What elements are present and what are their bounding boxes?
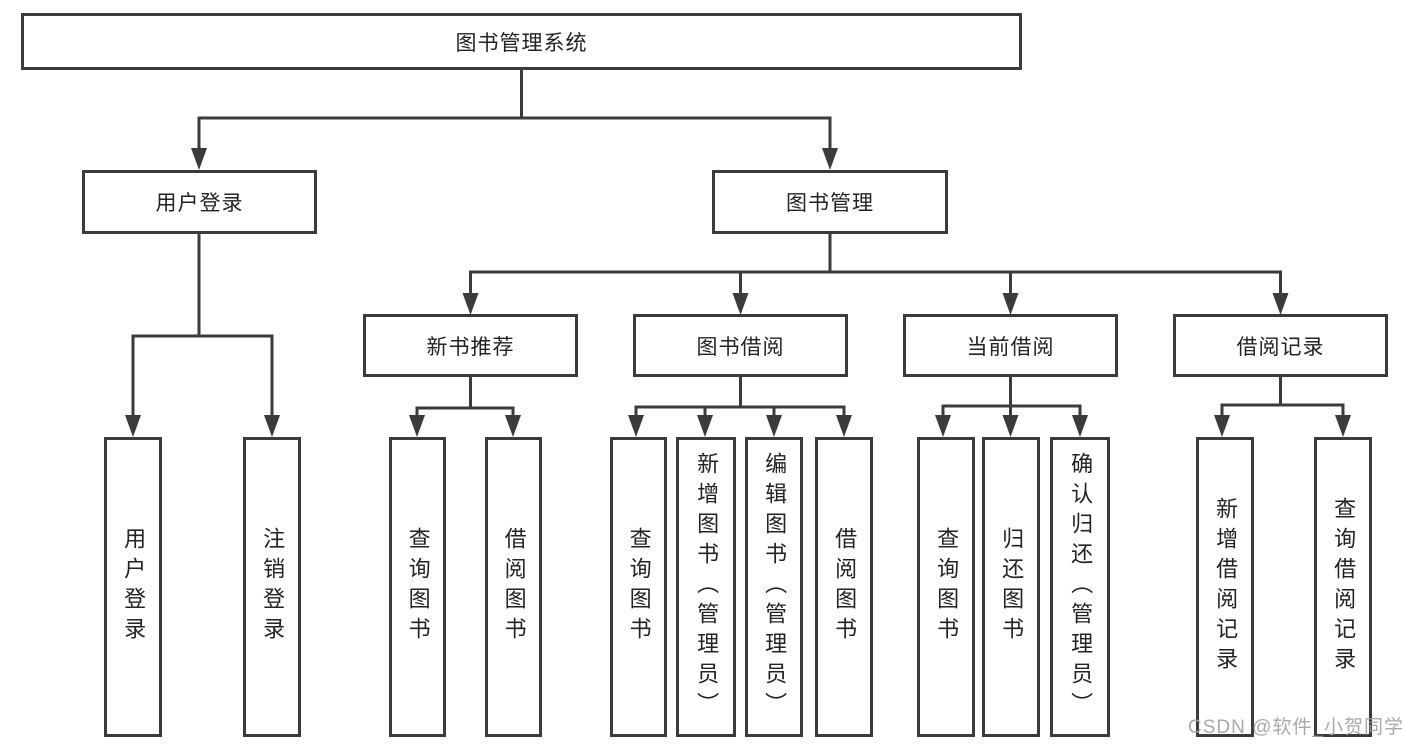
watermark-text: CSDN @软件_小贺同学 (1188, 717, 1404, 738)
connector-root-to-level2 (197, 66, 832, 154)
leaf-add-borrow-record: 新增借阅记录 (1196, 437, 1254, 737)
node-new-book-recommendation-label: 新书推荐 (426, 335, 515, 359)
leaf-query-borrow-record: 查询借阅记录 (1314, 437, 1372, 737)
connector-borrow-records-children (1220, 375, 1345, 423)
leaf-borrow-books: 借阅图书 (815, 437, 873, 737)
node-borrowing-records: 借阅记录 (1173, 314, 1388, 377)
leaf-query-books-current: 查询图书 (917, 437, 975, 737)
node-book-management: 图书管理 (712, 170, 948, 234)
node-user-login: 用户登录 (82, 170, 317, 234)
leaf-confirm-return-admin: 确认归还（管理员） (1050, 437, 1110, 737)
connector-current-borrowing-children (941, 375, 1082, 423)
leaf-query-books-borrowing: 查询图书 (610, 437, 667, 737)
leaf-logout: 注销登录 (243, 437, 301, 737)
leaf-return-books: 归还图书 (982, 437, 1040, 737)
leaf-query-books-recommend: 查询图书 (389, 437, 446, 737)
node-current-borrowing-label: 当前借阅 (966, 335, 1055, 359)
connector-new-book-children (415, 375, 515, 423)
node-new-book-recommendation: 新书推荐 (363, 314, 578, 377)
leaf-borrow-books-recommend: 借阅图书 (485, 437, 542, 737)
node-book-borrowing: 图书借阅 (633, 314, 848, 377)
node-book-management-label: 图书管理 (786, 192, 874, 215)
node-library-system: 图书管理系统 (21, 13, 1022, 70)
leaf-user-login: 用户登录 (104, 437, 162, 737)
node-book-borrowing-label: 图书借阅 (696, 335, 785, 359)
leaf-add-books-admin: 新增图书（管理员） (676, 437, 736, 737)
leaf-edit-books-admin: 编辑图书（管理员） (745, 437, 803, 737)
node-borrowing-records-label: 借阅记录 (1236, 335, 1325, 359)
node-current-borrowing: 当前借阅 (903, 314, 1118, 377)
node-library-system-label: 图书管理系统 (455, 31, 588, 55)
connector-user-login-children (131, 231, 274, 421)
connector-book-borrowing-children (634, 375, 846, 423)
connector-book-management-children (469, 231, 1282, 299)
node-user-login-label: 用户登录 (155, 192, 244, 215)
